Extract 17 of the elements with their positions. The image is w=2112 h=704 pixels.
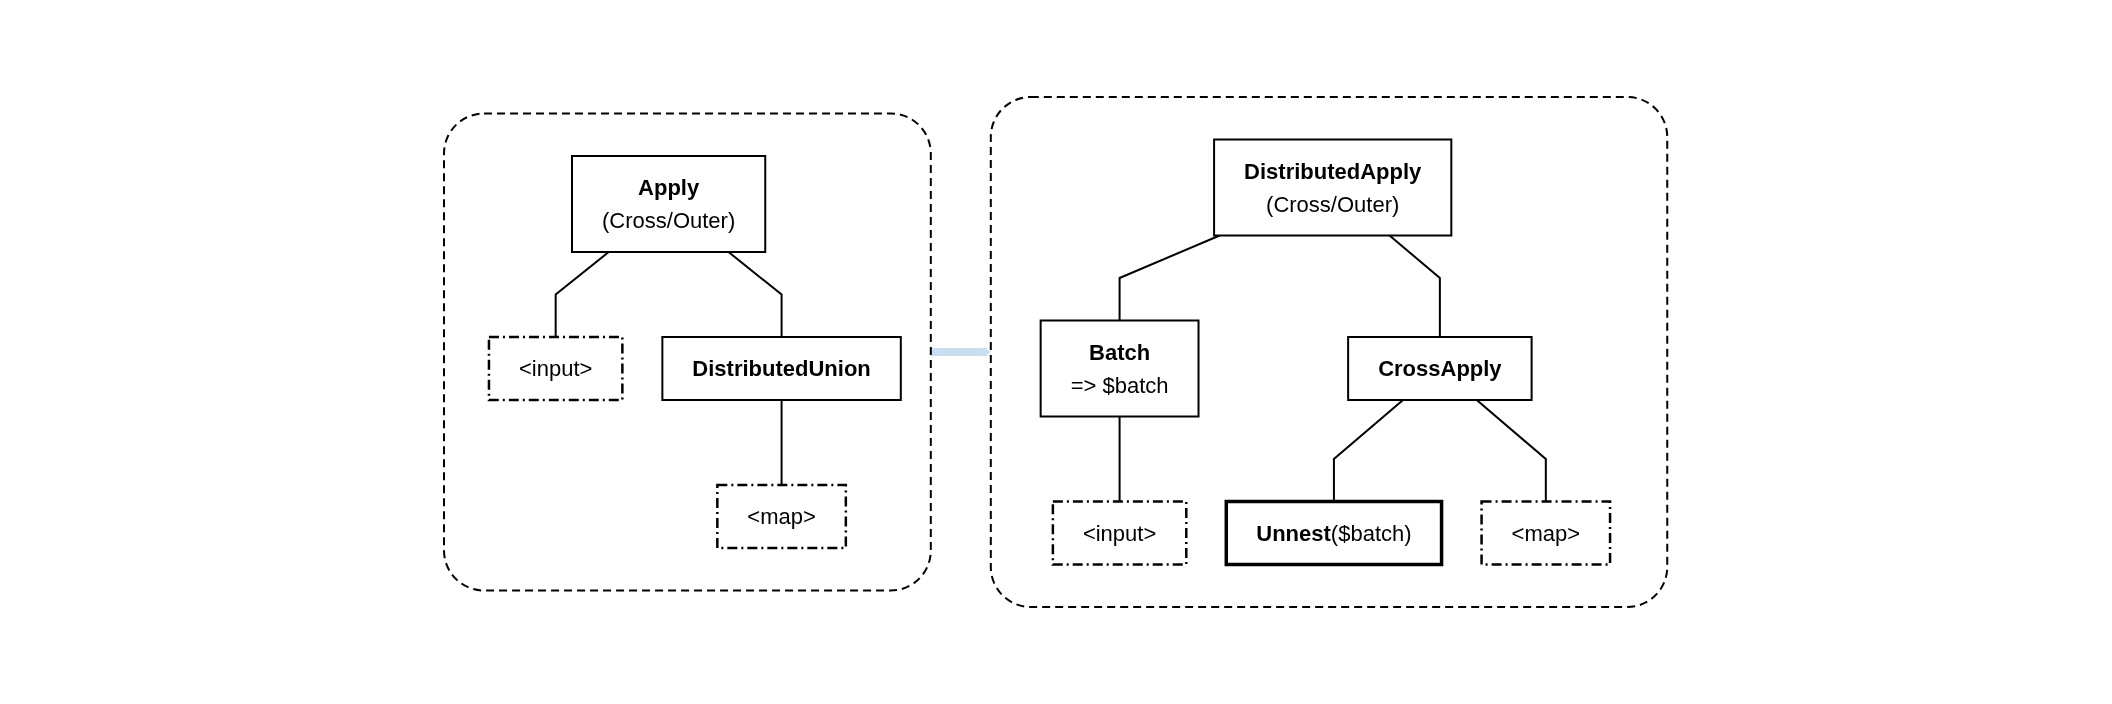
node-box: <map> [1480, 500, 1612, 566]
connector [1388, 234, 1442, 338]
cluster [443, 112, 933, 592]
node-box: Apply (Cross/Outer) [571, 155, 767, 253]
cluster [990, 96, 1669, 608]
connector [780, 399, 783, 486]
node-box: <input> [1052, 500, 1188, 566]
arrow [931, 347, 992, 357]
node-box: CrossApply [1347, 336, 1533, 401]
node-box: Batch => $batch [1040, 319, 1200, 418]
node-box: DistributedApply (Cross/Outer) [1213, 138, 1453, 237]
node-box: Unnest($batch) [1224, 499, 1444, 567]
node-box: DistributedUnion [661, 336, 903, 401]
connector [555, 251, 611, 338]
connector [727, 251, 783, 338]
node-box: <map> [716, 483, 848, 550]
node-box: <input> [488, 335, 624, 402]
